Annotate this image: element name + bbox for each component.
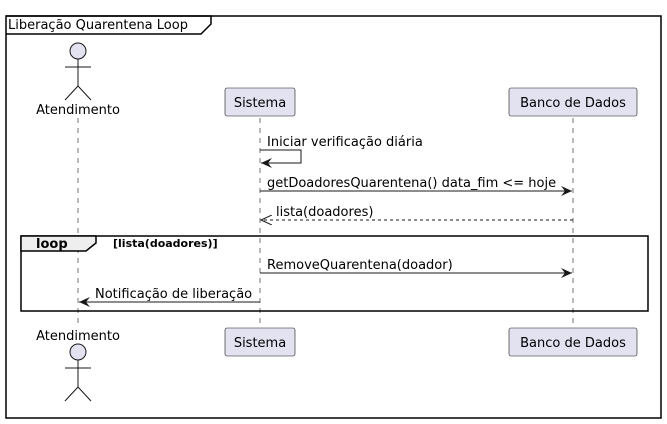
message-notificacao: Notificação de liberação [79,287,260,307]
participant-label-banco: Banco de Dados [520,336,626,351]
participant-label-banco: Banco de Dados [520,96,626,111]
message-label: Notificação de liberação [95,287,252,302]
message-label: Iniciar verificação diária [267,135,423,150]
loop-keyword: loop [36,237,68,252]
message-label: RemoveQuarentena(doador) [267,258,453,273]
participant-atendimento-bottom: Atendimento [36,329,120,402]
participant-atendimento-top: Atendimento [36,42,120,118]
frame-title-tab [6,15,212,35]
message-label: lista(doadores) [276,205,373,220]
participant-box [508,87,638,117]
message-return-lista: lista(doadores) [261,205,573,220]
diagram-frame: Liberação Quarentena Loop [5,15,662,419]
participant-banco-top: Banco de Dados [508,87,638,117]
message-label: getDoadoresQuarentena() data_fim <= hoje [267,176,556,191]
frame-title: Liberação Quarentena Loop [8,18,188,33]
participant-label-sistema: Sistema [234,96,286,111]
message-get-doadores: getDoadoresQuarentena() data_fim <= hoje [260,176,572,196]
loop-tab [20,235,97,252]
participant-box [224,327,296,357]
participant-label-sistema: Sistema [234,336,286,351]
message-remove-quarentena: RemoveQuarentena(doador) [260,258,572,278]
participant-banco-bottom: Banco de Dados [508,327,638,357]
participant-sistema-bottom: Sistema [224,327,296,357]
participant-label-atendimento: Atendimento [36,103,120,118]
participant-box [224,87,296,117]
actor-icon [64,343,92,402]
loop-border [20,235,649,312]
participant-box [508,327,638,357]
loop-fragment: loop [lista(doadores)] [20,235,649,312]
participant-sistema-top: Sistema [224,87,296,117]
actor-icon [64,42,92,101]
message-arrow [260,149,302,168]
message-self-call: Iniciar verificação diária [260,135,423,168]
frame-border [5,15,662,419]
participant-label-atendimento: Atendimento [36,329,120,344]
loop-condition: [lista(doadores)] [113,237,218,250]
